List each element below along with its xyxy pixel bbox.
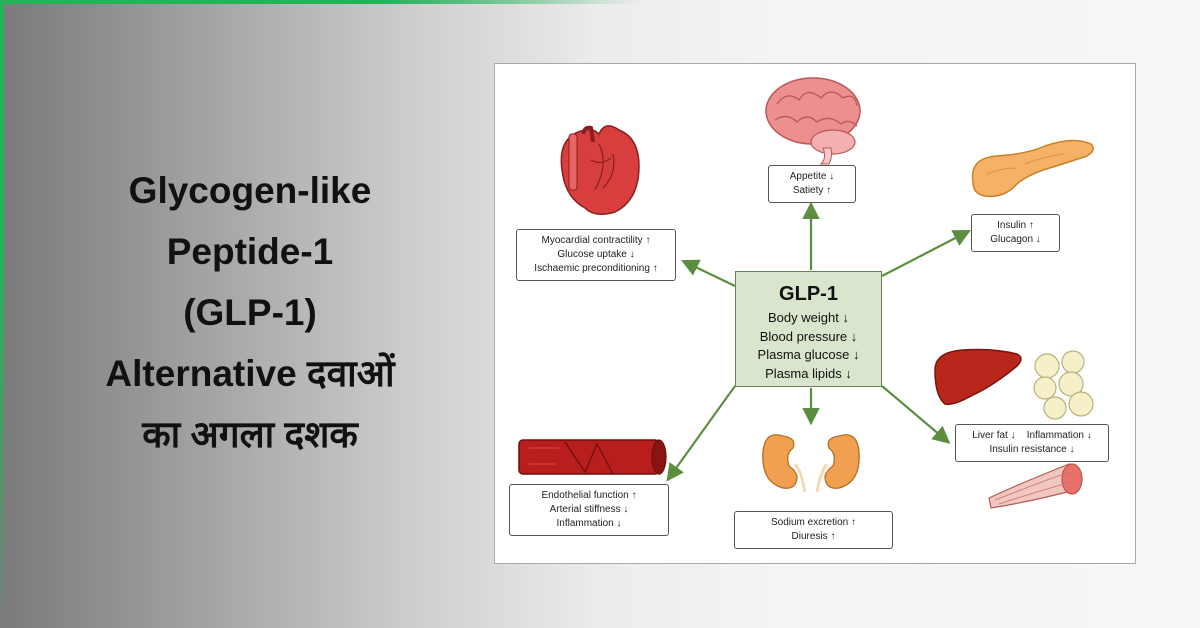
- liver-effects-box: Liver fat ↓ Inflammation ↓ Insulin resis…: [955, 424, 1109, 462]
- arrow-to-heart: [681, 259, 736, 287]
- vessel-effect: Endothelial function ↑: [541, 490, 637, 501]
- kidney-effect: Sodium excretion ↑: [770, 517, 857, 528]
- vessel-effects-box: Endothelial function ↑ Arterial stiffnes…: [509, 484, 669, 536]
- kidneys-icon: [762, 434, 860, 493]
- glp1-title: GLP-1: [779, 283, 838, 305]
- pancreas-icon: [971, 139, 1094, 198]
- headline: Glycogen-like Peptide-1 (GLP-1) Alternat…: [40, 160, 460, 465]
- heart-effect: Glucose uptake ↓: [557, 249, 635, 260]
- vessel-effect: Inflammation ↓: [556, 518, 622, 529]
- center-effect-blood-pressure: Blood pressure ↓: [759, 328, 858, 344]
- kidney-effect: Diuresis ↑: [791, 531, 836, 542]
- muscle-icon: [988, 463, 1083, 509]
- arrow-to-vessel: [666, 385, 736, 482]
- liver-effect-row: Insulin resistance ↓: [989, 444, 1075, 455]
- pancreas-effect: Insulin ↑: [997, 220, 1034, 231]
- diagram-graphics: [518, 77, 1094, 509]
- brain-effects-box: Appetite ↓ Satiety ↑: [768, 165, 856, 203]
- pancreas-effect: Glucagon ↓: [990, 234, 1041, 245]
- top-accent-line: [0, 0, 640, 4]
- brain-icon: [765, 77, 861, 165]
- pancreas-effects-box: Insulin ↑ Glucagon ↓: [971, 214, 1060, 252]
- blood-vessel-icon: [518, 439, 667, 475]
- heart-effects-box: Myocardial contractility ↑ Glucose uptak…: [516, 229, 676, 281]
- headline-line-2: Peptide-1: [166, 231, 334, 273]
- brain-effect: Satiety ↑: [792, 185, 832, 196]
- arrow-to-liver: [881, 385, 951, 444]
- liver-icon: [934, 348, 1022, 406]
- headline-line-1: Glycogen-like: [128, 170, 372, 211]
- liver-effect-row: Liver fat ↓ Inflammation ↓: [972, 430, 1092, 441]
- center-effect-plasma-glucose: Plasma glucose ↓: [757, 347, 860, 362]
- headline-line-3: (GLP-1): [183, 292, 317, 334]
- arrow-to-pancreas: [881, 229, 971, 277]
- heart-effect: Ischaemic preconditioning ↑: [534, 263, 658, 274]
- center-effect-body-weight: Body weight ↓: [768, 310, 849, 325]
- headline-line-5: का अगला दशक: [142, 414, 358, 456]
- arrows: [666, 201, 971, 482]
- center-effect-plasma-lipids: Plasma lipids ↓: [765, 365, 852, 381]
- headline-line-4: Alternative दवाओं: [105, 353, 395, 395]
- heart-icon: [560, 125, 640, 215]
- brain-effect: Appetite ↓: [789, 171, 835, 182]
- glp1-diagram: GLP-1 Body weight ↓ Blood pressure ↓ Pla…: [494, 63, 1136, 564]
- left-accent-line: [0, 0, 4, 628]
- glp1-center-box: GLP-1 Body weight ↓ Blood pressure ↓ Pla…: [735, 271, 882, 387]
- fat-cells-icon: [1033, 350, 1094, 420]
- kidney-effects-box: Sodium excretion ↑ Diuresis ↑: [734, 511, 893, 549]
- heart-effect: Myocardial contractility ↑: [541, 235, 651, 246]
- vessel-effect: Arterial stiffness ↓: [549, 504, 629, 515]
